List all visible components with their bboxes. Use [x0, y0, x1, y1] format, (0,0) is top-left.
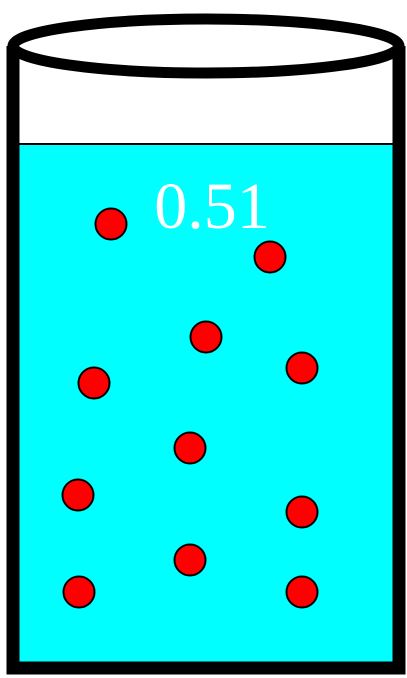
- concentration-label: 0.51: [154, 170, 270, 243]
- particle: [287, 353, 318, 384]
- particle: [287, 577, 318, 608]
- beaker-rim: [13, 19, 399, 73]
- particle: [63, 480, 94, 511]
- particle: [79, 368, 110, 399]
- particle: [64, 577, 95, 608]
- particle: [287, 497, 318, 528]
- particle: [255, 242, 286, 273]
- particle: [175, 545, 206, 576]
- particle: [191, 322, 222, 353]
- particle: [175, 433, 206, 464]
- particle: [96, 209, 127, 240]
